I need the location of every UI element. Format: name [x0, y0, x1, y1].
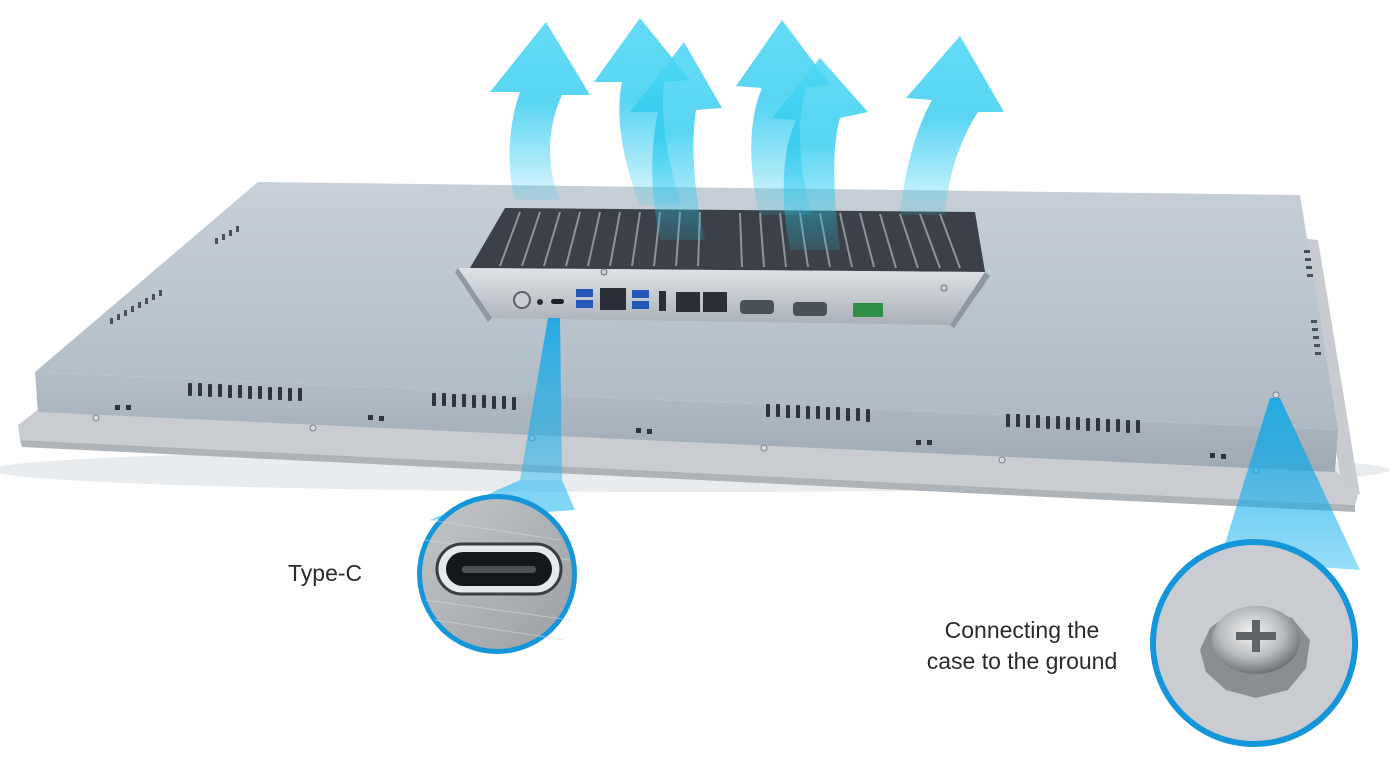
top-edge-vents: [110, 226, 1321, 355]
airflow-arrow-icon: [630, 42, 722, 240]
com-port-1: [740, 300, 774, 314]
usb-a-ports: [576, 289, 649, 309]
power-button-icon: [513, 291, 531, 309]
back-cover-front: [35, 372, 1338, 472]
ground-label-line-2: case to the ground: [926, 648, 1118, 674]
usb-c-port: [551, 299, 564, 304]
display-port: [659, 291, 666, 311]
airflow-arrow-icon: [490, 22, 590, 200]
type-c-zoom-callout: [417, 494, 577, 654]
ground-zoom-callout: [1150, 539, 1358, 747]
mounting-holes: [115, 405, 1226, 459]
com-port-2: [793, 302, 827, 316]
heatsink: [470, 208, 985, 272]
type-c-callout-beam: [520, 318, 562, 480]
embedded-pc-module: [455, 208, 990, 328]
front-bezel: [18, 408, 1358, 505]
ground-callout-beam: [1220, 398, 1360, 570]
lan-port-2: [676, 292, 700, 312]
ground-label-line-1: Connecting the: [944, 617, 1100, 643]
lan-port-3: [703, 292, 727, 312]
airflow-arrow-icon: [772, 58, 868, 250]
airflow-arrows: [490, 18, 1004, 250]
airflow-arrow-icon: [900, 36, 1004, 215]
ground-screw-icon: [1200, 606, 1310, 698]
type-c-label: Type-C: [288, 560, 363, 586]
front-face-vents: [188, 383, 1140, 433]
lan-port-1: [600, 288, 626, 310]
bezel-edge: [20, 440, 1355, 512]
ground-label: Connecting the case to the ground: [900, 615, 1144, 677]
power-terminal: [853, 303, 883, 317]
